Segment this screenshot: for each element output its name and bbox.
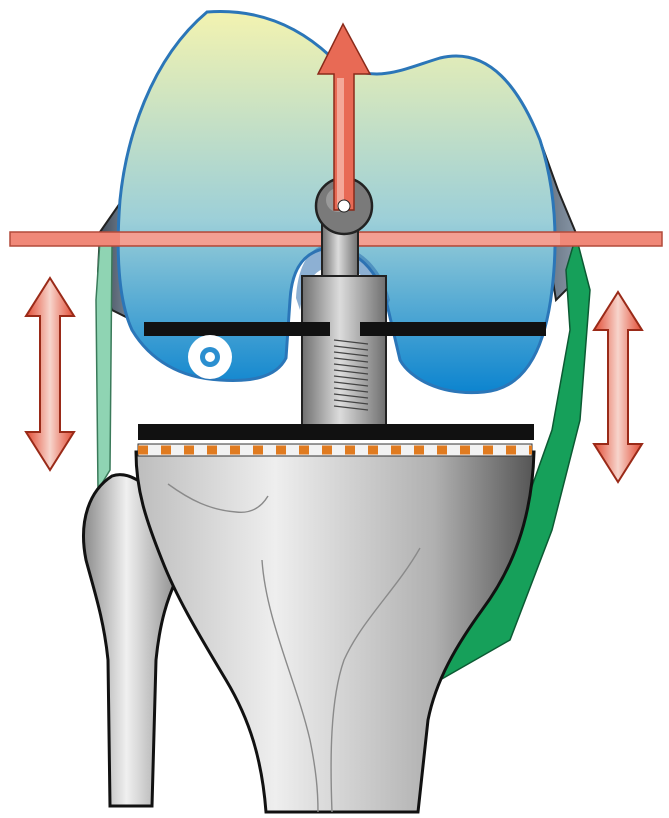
lateral-ligament [96, 240, 112, 490]
tibial-spacer [138, 444, 532, 456]
gap-arrow-right [594, 292, 642, 482]
gap-arrow-left [26, 278, 74, 470]
femoral-marker-ring [188, 335, 232, 379]
tibial-plate [138, 424, 534, 440]
femoral-paddle-right [360, 322, 546, 336]
femoral-paddle-left [144, 322, 330, 336]
